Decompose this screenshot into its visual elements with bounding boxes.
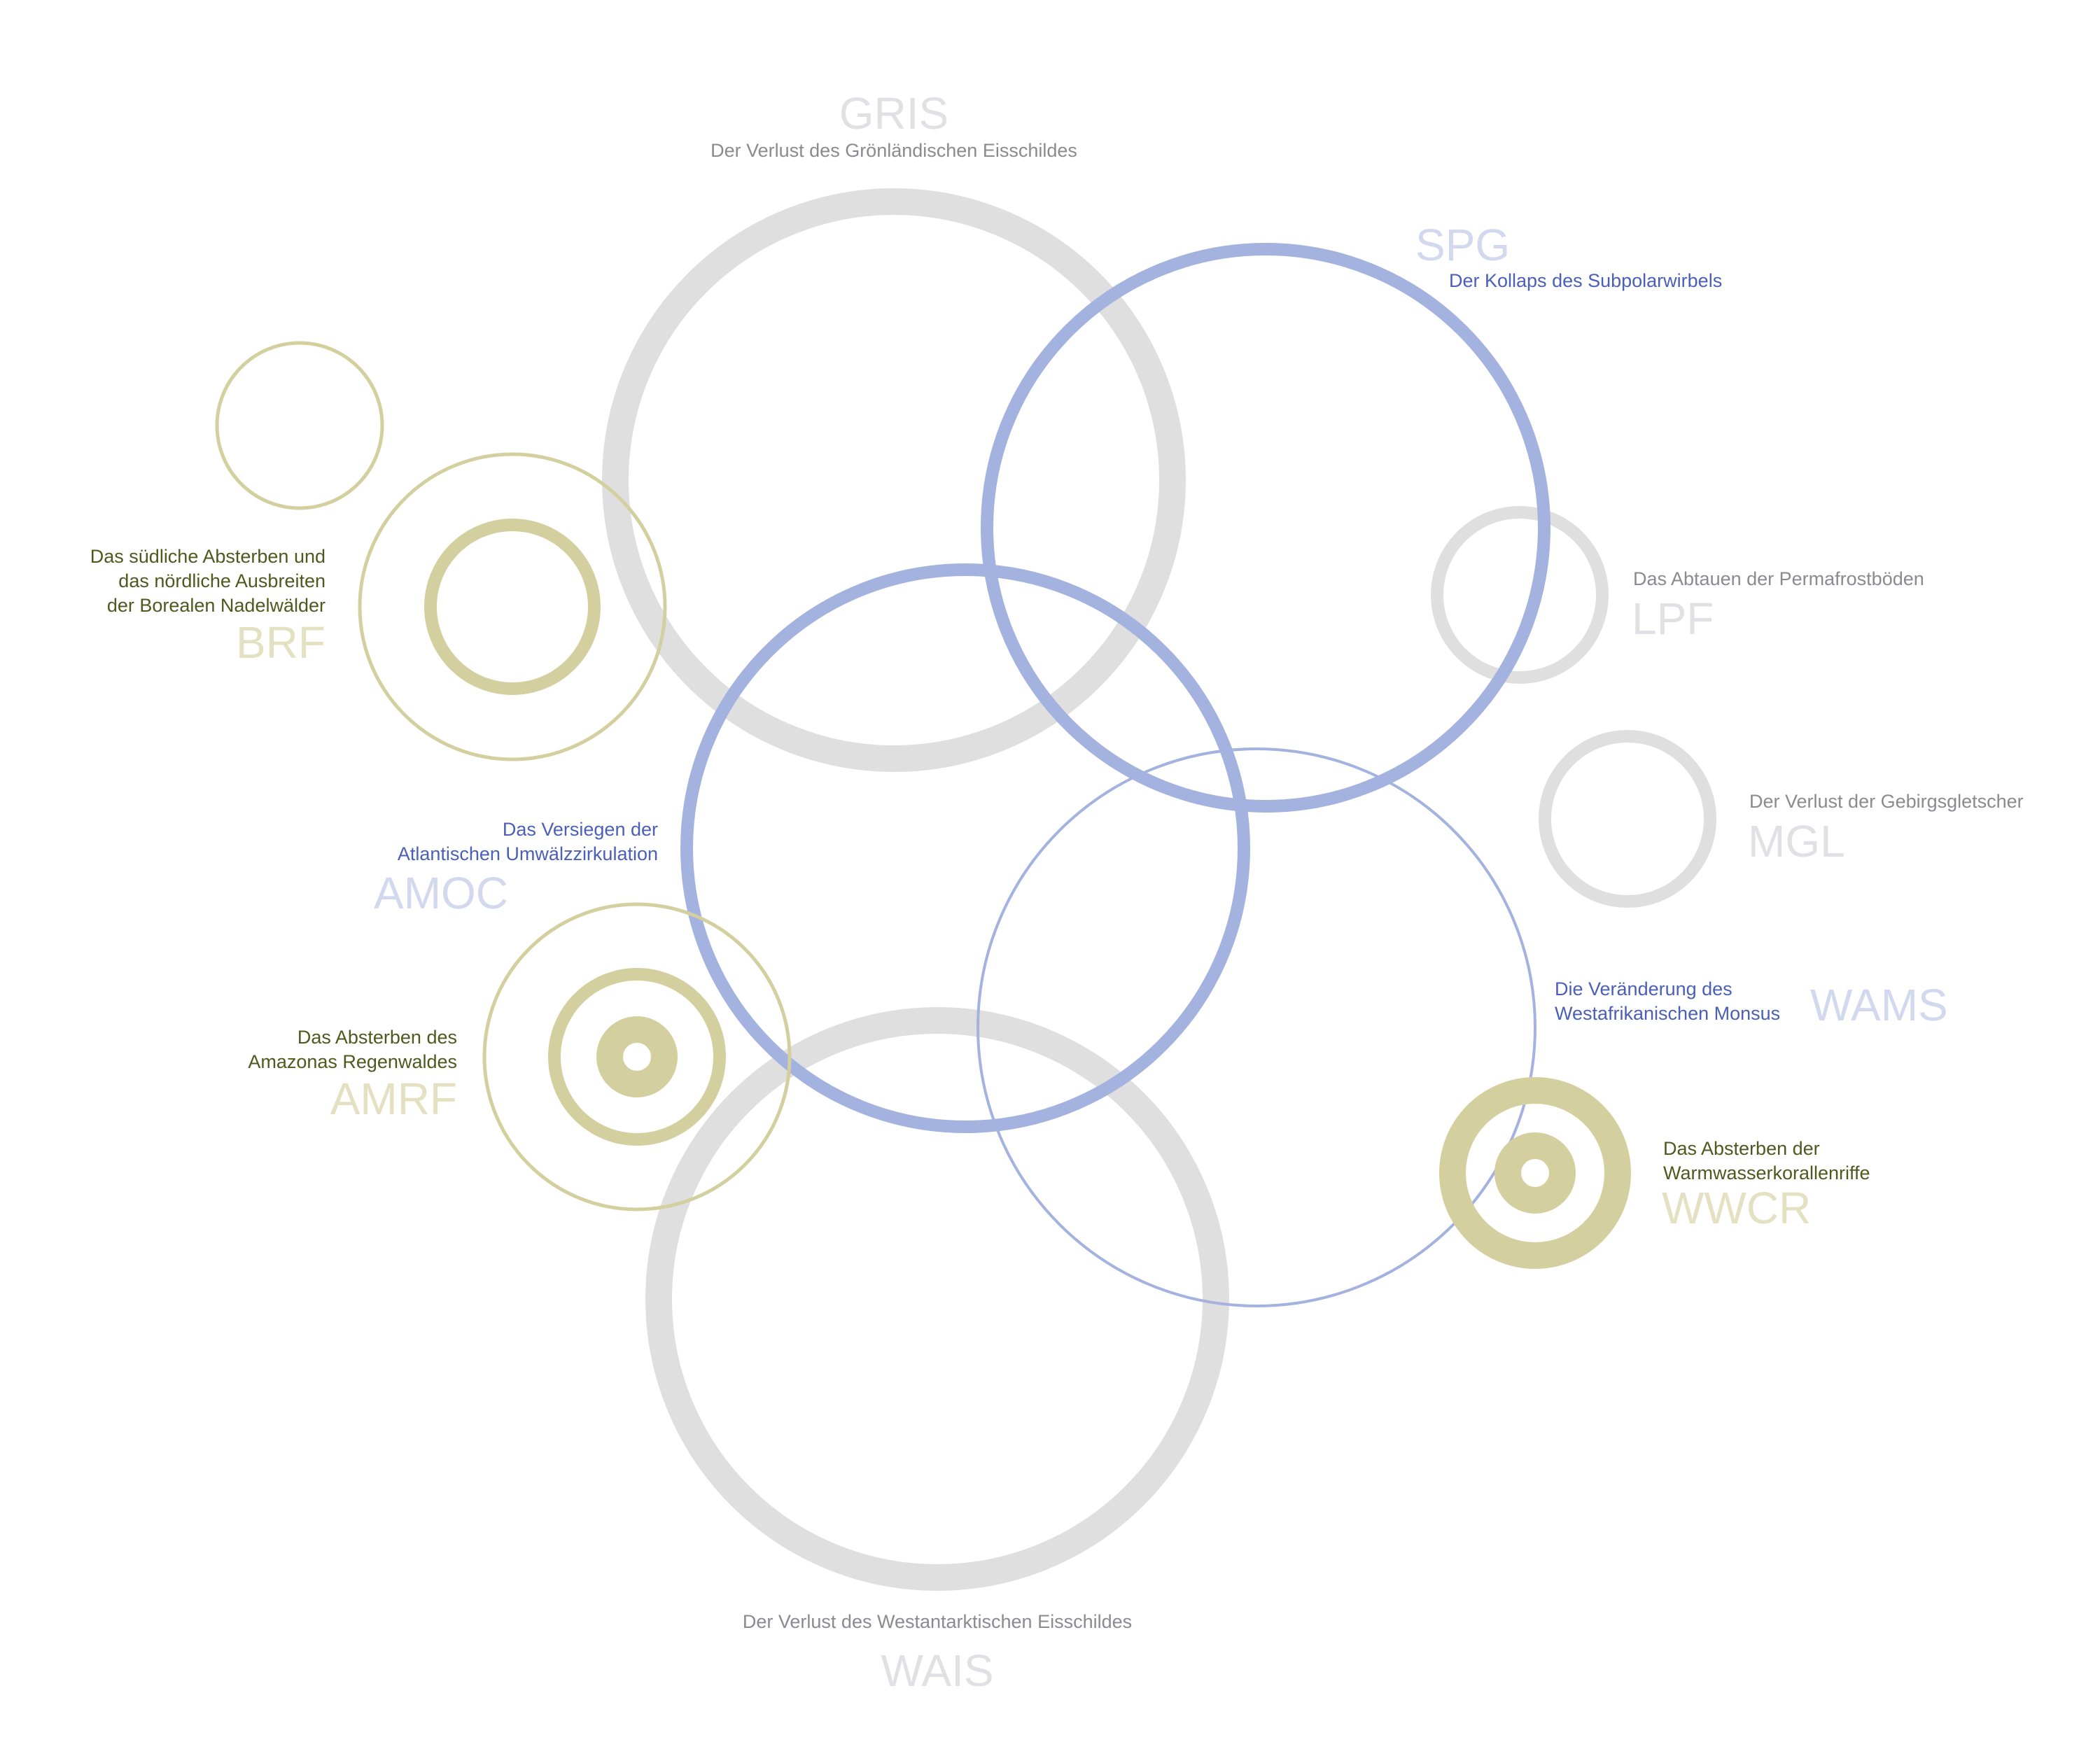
wwcr-desc-line-1: Das Absterben der xyxy=(1663,1138,1820,1159)
amoc-desc-line-2: Atlantischen Umwälzzirkulation xyxy=(397,843,658,864)
lpf-desc: Das Abtauen der Permafrostböden xyxy=(1633,568,1924,589)
wwcr-abbr: WWCR xyxy=(1662,1183,1812,1233)
brf-desc-line-3: der Borealen Nadelwälder xyxy=(106,595,326,616)
amrf-core-ring xyxy=(596,1016,678,1097)
amoc-desc-line-1: Das Versiegen der xyxy=(502,819,658,840)
amrf-outer-circle xyxy=(482,902,792,1211)
wams-circle xyxy=(976,747,1536,1307)
wams-desc: Die Veränderung des Westafrikanischen Mo… xyxy=(1555,977,1780,1026)
amrf-abbr: AMRF xyxy=(330,1074,457,1124)
mgl-circle xyxy=(1539,730,1716,908)
wams-desc-line-1: Die Veränderung des xyxy=(1555,978,1732,999)
amrf-middle-circle xyxy=(548,968,726,1146)
gris-desc: Der Verlust des Grönländischen Eisschild… xyxy=(710,140,1077,161)
amoc-desc: Das Versiegen der Atlantischen Umwälzzir… xyxy=(238,817,658,866)
brf-desc-line-1: Das südliche Absterben und xyxy=(90,546,326,567)
amoc-circle xyxy=(680,563,1250,1133)
mgl-desc: Der Verlust der Gebirgsgletscher xyxy=(1749,791,2024,812)
wams-abbr: WAMS xyxy=(1810,980,1948,1030)
gris-abbr: GRIS xyxy=(839,88,949,139)
wwcr-desc-line-2: Warmwasserkorallenriffe xyxy=(1663,1163,1870,1183)
wams-desc-line-2: Westafrikanischen Monsus xyxy=(1555,1003,1781,1024)
amrf-desc-line-2: Amazonas Regenwaldes xyxy=(248,1051,457,1072)
brf-abbr: BRF xyxy=(236,617,326,668)
lpf-circle xyxy=(1431,506,1609,684)
wwcr-core-ring xyxy=(1494,1132,1576,1214)
brf-inner-circle xyxy=(424,519,601,695)
brf-desc: Das südliche Absterben und das nördliche… xyxy=(28,545,326,618)
wais-abbr: WAIS xyxy=(881,1645,994,1696)
spg-desc: Der Kollaps des Subpolarwirbels xyxy=(1449,270,1723,291)
brf-outer-circle xyxy=(358,452,667,761)
wwcr-outer-ring xyxy=(1439,1077,1631,1269)
amrf-desc: Das Absterben des Amazonas Regenwaldes xyxy=(177,1025,457,1074)
lpf-abbr: LPF xyxy=(1632,593,1714,644)
spg-abbr: SPG xyxy=(1415,220,1511,270)
gris-circle xyxy=(602,188,1186,772)
brf-small-outer-circle xyxy=(215,341,384,510)
spg-circle xyxy=(981,243,1550,813)
amrf-desc-line-1: Das Absterben des xyxy=(297,1027,457,1048)
wais-circle xyxy=(645,1007,1229,1591)
brf-desc-line-2: das nördliche Ausbreiten xyxy=(118,570,326,591)
wais-desc: Der Verlust des Westantarktischen Eissch… xyxy=(742,1611,1133,1632)
mgl-abbr: MGL xyxy=(1748,816,1845,866)
wwcr-desc: Das Absterben der Warmwasserkorallenriff… xyxy=(1663,1137,1870,1186)
amoc-abbr: AMOC xyxy=(374,868,508,918)
